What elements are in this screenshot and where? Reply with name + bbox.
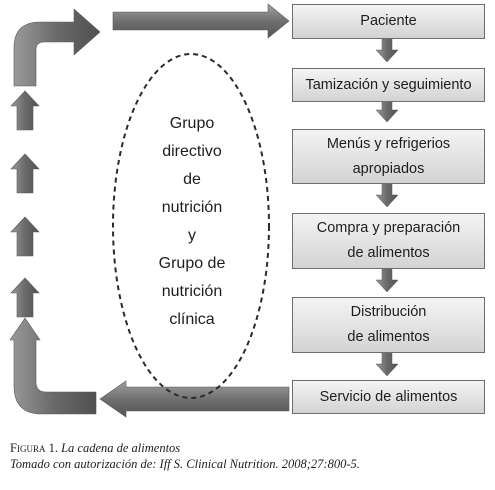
up-arrow-2: [10, 153, 40, 194]
step-box-menus: Menús y refrigerios apropiados: [292, 129, 485, 184]
step-box-compra: Compra y preparación de alimentos: [292, 213, 485, 269]
food-chain-diagram: Paciente Tamización y seguimiento Menús …: [9, 3, 485, 418]
step-label-line2: de alimentos: [347, 245, 430, 261]
diagram-arrows: [9, 3, 399, 418]
center-group-line: nutrición: [161, 199, 223, 216]
dashed-ellipse: [112, 53, 270, 399]
center-group-line: y: [188, 227, 196, 244]
caption-title-line: Figura 1. La cadena de alimentos: [10, 440, 490, 456]
center-group-line: clínica: [169, 311, 215, 328]
caption-number: 1.: [48, 441, 58, 455]
step-box-tamizacion: Tamización y seguimiento: [292, 68, 485, 102]
step-box-servicio: Servicio de alimentos: [292, 380, 485, 414]
center-group-line: directivo: [162, 143, 222, 160]
down-arrow-2: [375, 99, 399, 123]
down-arrow-5: [375, 351, 399, 377]
center-group-text: Grupo directivo de nutrición y Grupo de …: [132, 110, 252, 334]
up-arrows-left: [10, 90, 40, 318]
caption-source: Tomado con autorización de: Iff S. Clini…: [10, 457, 360, 471]
step-label-line1: Distribución: [350, 304, 427, 320]
up-arrow-1: [10, 90, 40, 131]
step-box-distribucion: Distribución de alimentos: [292, 297, 485, 353]
step-label-line1: Menús y refrigerios: [326, 135, 451, 152]
center-group-line: Grupo: [169, 115, 215, 132]
down-arrow-1: [375, 37, 399, 63]
step-box-paciente: Paciente: [292, 4, 485, 39]
step-label: Paciente: [360, 13, 417, 29]
step-label: Servicio de alimentos: [319, 388, 458, 405]
caption-title: La cadena de alimentos: [61, 441, 181, 455]
step-label-line2: de alimentos: [347, 329, 430, 345]
arrow-to-paciente: [112, 3, 290, 39]
center-group-line: Grupo de: [158, 255, 226, 272]
figure-caption: Figura 1. La cadena de alimentos Tomado …: [10, 440, 490, 472]
step-label-line1: Compra y preparación: [316, 220, 461, 236]
down-arrow-3: [375, 182, 399, 208]
up-arrow-4: [10, 277, 40, 318]
up-arrow-3: [10, 216, 40, 257]
curved-arrow-top-left: [13, 8, 101, 87]
step-label: Tamización y seguimiento: [305, 76, 472, 93]
center-group-line: nutrición: [161, 283, 223, 300]
down-arrow-4: [375, 267, 399, 293]
down-arrows-right: [375, 37, 399, 377]
step-label-line2: apropiados: [352, 160, 425, 177]
curved-arrow-bottom-left: [9, 317, 97, 415]
center-group-line: de: [183, 171, 201, 188]
arrow-from-servicio: [99, 380, 290, 418]
caption-label: Figura: [10, 441, 46, 455]
